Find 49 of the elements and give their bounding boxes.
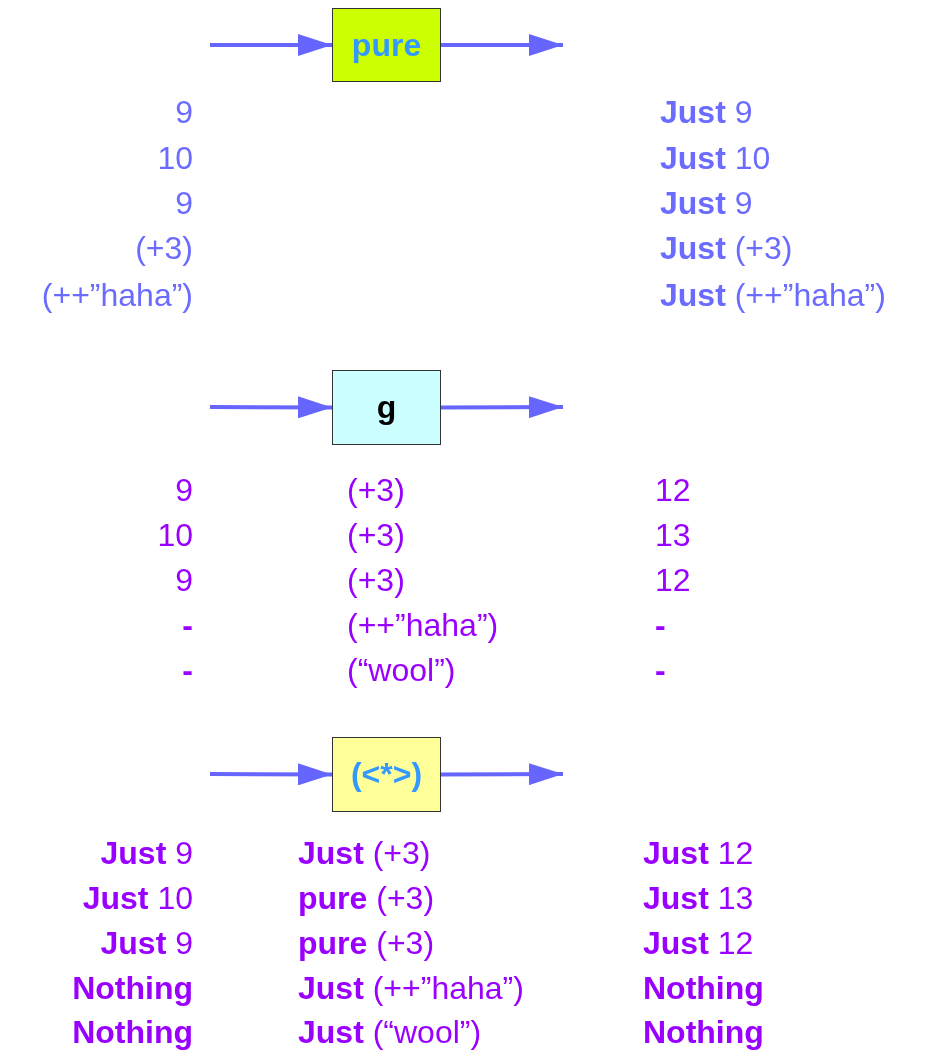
value-label: 10 — [157, 516, 193, 554]
arrow — [441, 34, 563, 56]
value-label: Nothing — [72, 969, 193, 1007]
function-box: (<*>) — [332, 737, 441, 812]
value-label: (+3) — [347, 561, 405, 599]
value-label: 12 — [655, 561, 691, 599]
value-label: pure (+3) — [298, 924, 435, 962]
value-label: (+3) — [347, 471, 405, 509]
arrow — [441, 396, 563, 419]
value-label: Just 9 — [100, 924, 193, 962]
value-label: Just (“wool”) — [298, 1013, 482, 1051]
value-label: pure (+3) — [298, 879, 435, 917]
value-label: (++”haha”) — [41, 276, 193, 314]
value-label: - — [655, 651, 666, 689]
value-label: Nothing — [72, 1013, 193, 1051]
value-label: Just (+3) — [298, 834, 431, 872]
value-label: Just 9 — [660, 184, 753, 222]
value-label: Nothing — [643, 969, 764, 1007]
value-label: - — [182, 651, 193, 689]
value-label: 9 — [175, 93, 193, 131]
value-label: 10 — [157, 139, 193, 177]
value-label: Just 10 — [660, 139, 771, 177]
value-label: Just (++”haha”) — [660, 276, 886, 314]
value-label: Just 10 — [82, 879, 193, 917]
function-box: pure — [332, 8, 441, 82]
value-label: Just 13 — [643, 879, 754, 917]
value-label: Just 9 — [100, 834, 193, 872]
value-label: 12 — [655, 471, 691, 509]
value-label: (+3) — [135, 229, 193, 267]
value-label: - — [182, 606, 193, 644]
value-label: Nothing — [643, 1013, 764, 1051]
function-box: g — [332, 370, 441, 445]
arrow — [210, 763, 332, 786]
value-label: (++”haha”) — [347, 606, 499, 644]
arrow — [210, 396, 332, 419]
arrow — [441, 763, 563, 786]
value-label: Just (++”haha”) — [298, 969, 524, 1007]
value-label: - — [655, 606, 666, 644]
value-label: (+3) — [347, 516, 405, 554]
arrow — [210, 34, 332, 56]
value-label: Just 12 — [643, 834, 754, 872]
value-label: 9 — [175, 561, 193, 599]
value-label: 9 — [175, 471, 193, 509]
value-label: Just (+3) — [660, 229, 793, 267]
value-label: Just 12 — [643, 924, 754, 962]
value-label: (“wool”) — [347, 651, 456, 689]
value-label: Just 9 — [660, 93, 753, 131]
value-label: 9 — [175, 184, 193, 222]
value-label: 13 — [655, 516, 691, 554]
